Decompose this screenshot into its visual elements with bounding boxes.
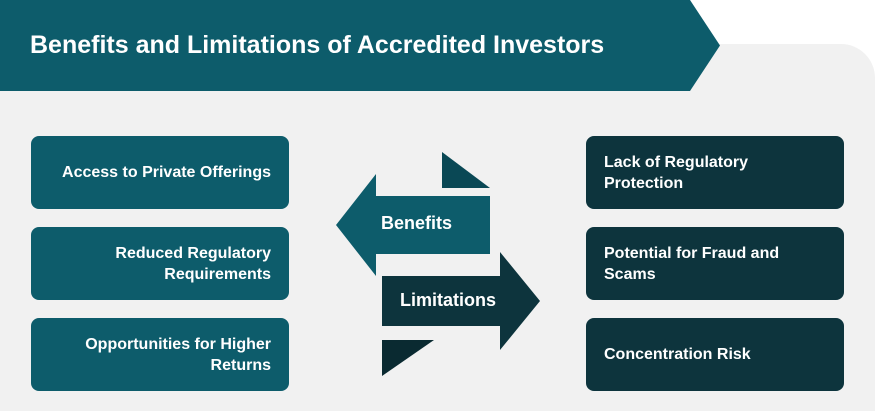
limitation-label: Potential for Fraud and Scams bbox=[604, 244, 780, 283]
limitations-arrow-fold bbox=[382, 340, 434, 376]
page-title: Benefits and Limitations of Accredited I… bbox=[30, 0, 604, 91]
title-regular: Benefits and Limitations of bbox=[30, 31, 357, 59]
benefits-arrow-left-icon bbox=[336, 174, 490, 276]
limitations-arrow-label: Limitations bbox=[400, 290, 497, 310]
benefit-label: Opportunities for Higher Returns bbox=[85, 335, 271, 374]
limitation-box-fraud-scams: Potential for Fraud and Scams bbox=[586, 227, 844, 300]
benefits-arrow-fold bbox=[442, 152, 490, 188]
limitation-label: Concentration Risk bbox=[604, 346, 751, 363]
limitation-label: Lack of Regulatory Protection bbox=[604, 153, 749, 192]
limitation-box-regulatory-protection: Lack of Regulatory Protection bbox=[586, 136, 844, 209]
benefit-box-higher-returns: Opportunities for Higher Returns bbox=[31, 318, 289, 391]
exchange-arrows bbox=[330, 150, 542, 383]
limitation-box-concentration-risk: Concentration Risk bbox=[586, 318, 844, 391]
title-banner: Benefits and Limitations of Accredited I… bbox=[0, 0, 720, 91]
benefit-box-reduced-requirements: Reduced Regulatory Requirements bbox=[31, 227, 289, 300]
benefit-box-private-offerings: Access to Private Offerings bbox=[31, 136, 289, 209]
benefits-arrow-label: Benefits bbox=[381, 213, 453, 233]
limitations-arrow-right-icon bbox=[382, 252, 540, 350]
benefit-label: Reduced Regulatory Requirements bbox=[115, 244, 271, 283]
title-bold: Accredited Investors bbox=[356, 31, 605, 59]
benefit-label: Access to Private Offerings bbox=[62, 164, 271, 181]
